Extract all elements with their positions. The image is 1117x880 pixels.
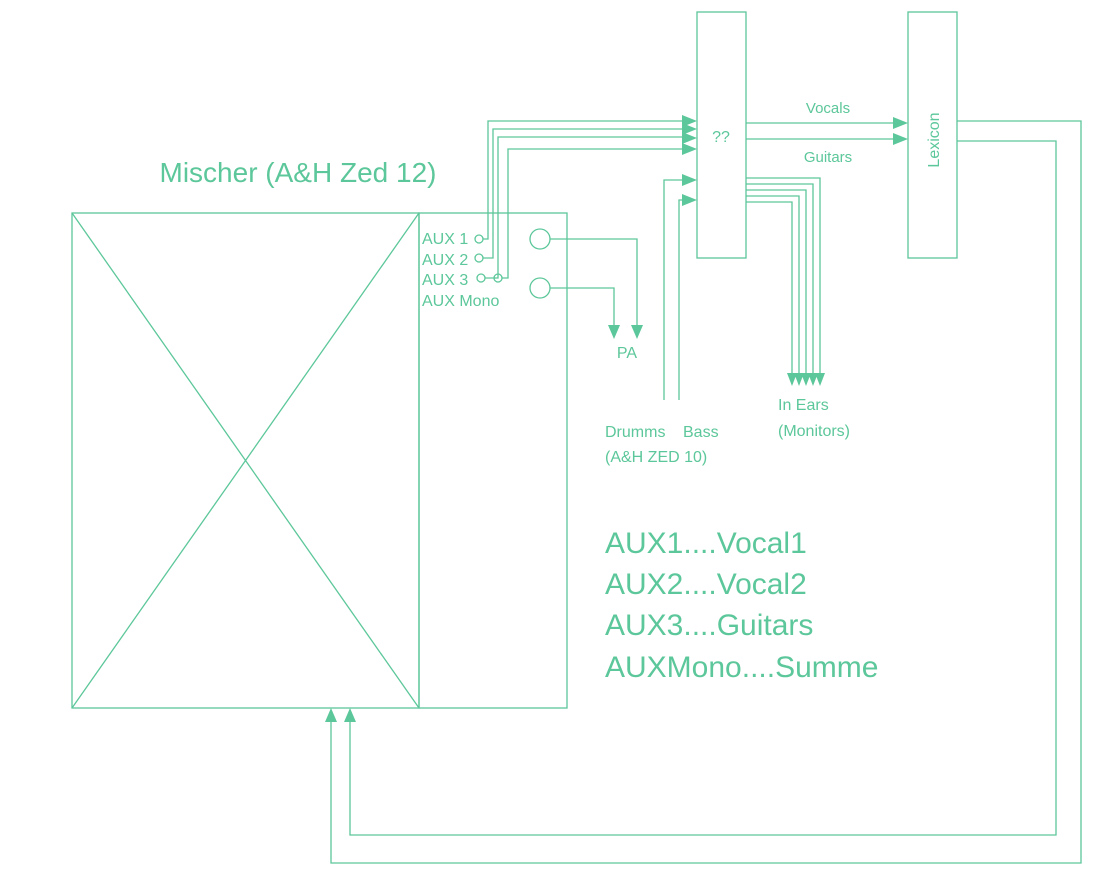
- arrowhead: [682, 123, 697, 135]
- guitars-label: Guitars: [804, 149, 852, 166]
- arrowhead: [682, 194, 697, 206]
- arrowhead: [808, 373, 818, 386]
- vocals-label: Vocals: [806, 100, 850, 117]
- arrowhead: [344, 708, 356, 722]
- main-out-right-jack: [529, 277, 551, 299]
- processor-box: [696, 11, 747, 259]
- mixer-block: Mischer (A&H Zed 12): [71, 157, 568, 709]
- in-ear-wire-4: [746, 195, 800, 374]
- in-ears-label: In Ears: [778, 397, 829, 414]
- aux-3-label: AUX 3: [422, 272, 468, 289]
- arrowhead: [682, 115, 697, 127]
- drums-wire: [663, 179, 688, 400]
- arrowhead: [682, 174, 697, 186]
- bass-wire: [678, 199, 688, 400]
- processor-label: ??: [712, 129, 730, 146]
- arrowhead: [794, 373, 804, 386]
- drums-label: Drumms: [605, 424, 665, 441]
- arrowhead: [787, 373, 797, 386]
- aux-1-label: AUX 1: [422, 231, 468, 248]
- lexicon-return-wire-1: [330, 120, 1082, 864]
- arrowhead: [682, 143, 697, 155]
- mixer-title: Mischer (A&H Zed 12): [160, 157, 437, 188]
- main-out-left-jack: [529, 228, 551, 250]
- legend-line-3: AUX3....Guitars: [605, 609, 813, 642]
- pa-label: PA: [617, 345, 637, 362]
- in-ear-wire-1: [746, 177, 821, 374]
- arrowhead: [801, 373, 811, 386]
- in-ears-sub-label: (Monitors): [778, 423, 850, 440]
- arrowhead: [893, 133, 908, 145]
- aux-mono-wire: [502, 148, 688, 279]
- arrowhead: [682, 132, 697, 144]
- in-ear-wire-2: [746, 183, 814, 374]
- legend-line-1: AUX1....Vocal1: [605, 527, 807, 560]
- aux-mono-label: AUX Mono: [422, 293, 499, 310]
- aux-2-wire: [483, 128, 688, 259]
- arrowhead: [815, 373, 825, 386]
- lexicon-box: [907, 11, 958, 259]
- arrowhead: [325, 708, 337, 722]
- aux-1-wire: [483, 120, 688, 240]
- arrowhead: [893, 117, 908, 129]
- arrowhead: [631, 325, 643, 339]
- lexicon-label: Lexicon: [926, 112, 943, 167]
- bass-label: Bass: [683, 424, 719, 441]
- pa-wire-left: [550, 238, 638, 330]
- lexicon-return-wire-2: [349, 140, 1057, 836]
- legend-line-2: AUX2....Vocal2: [605, 568, 807, 601]
- in-ear-wire-5: [746, 201, 793, 374]
- legend-line-4: AUXMono....Summe: [605, 651, 878, 684]
- drums-bass-source-label: (A&H ZED 10): [605, 449, 707, 466]
- aux-2-jack: [474, 253, 484, 263]
- mixer-cross-line-b: [71, 212, 420, 709]
- aux-1-jack: [474, 234, 484, 244]
- in-ear-wire-3: [746, 189, 807, 374]
- arrowhead: [608, 325, 620, 339]
- pa-wire-right: [550, 287, 615, 330]
- aux-3-wire: [485, 136, 688, 279]
- aux-3-jack: [476, 273, 486, 283]
- aux-2-label: AUX 2: [422, 252, 468, 269]
